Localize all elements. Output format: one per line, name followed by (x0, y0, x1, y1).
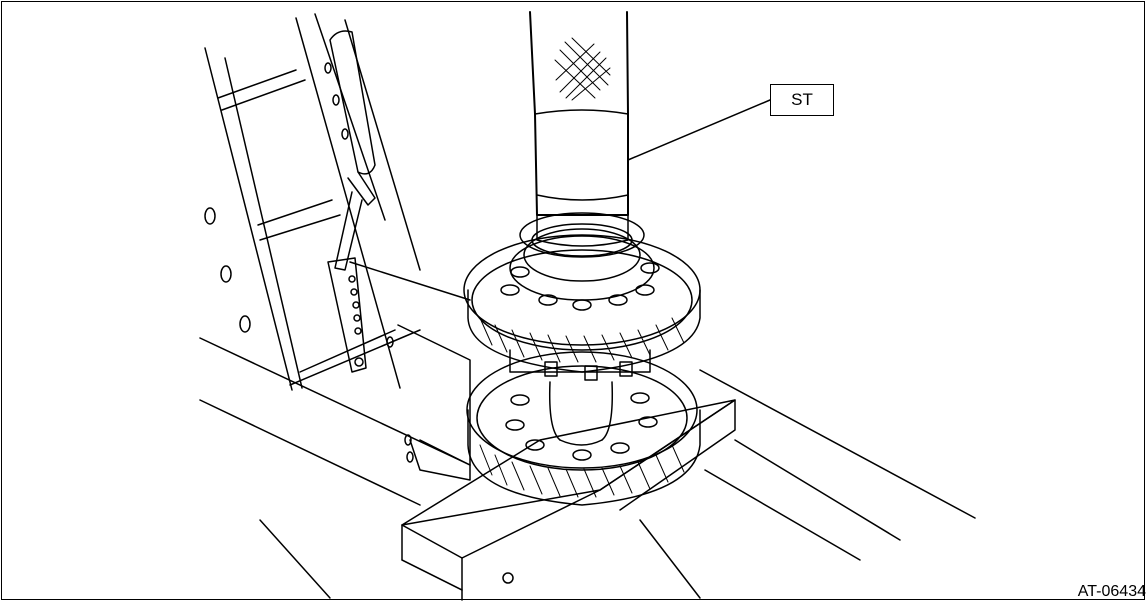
st-tool (529, 11, 629, 247)
bearing (519, 212, 645, 258)
press-frame (204, 13, 471, 481)
st-leader-line (627, 99, 771, 161)
support-block (401, 399, 736, 601)
table-lines (199, 261, 976, 599)
st-callout-label: ST (770, 84, 834, 116)
press-lever (327, 30, 376, 373)
lower-gear (466, 351, 701, 506)
figure-code: AT-06434 (1077, 583, 1146, 600)
knurl-pattern (554, 37, 611, 101)
upper-gear (463, 228, 701, 373)
